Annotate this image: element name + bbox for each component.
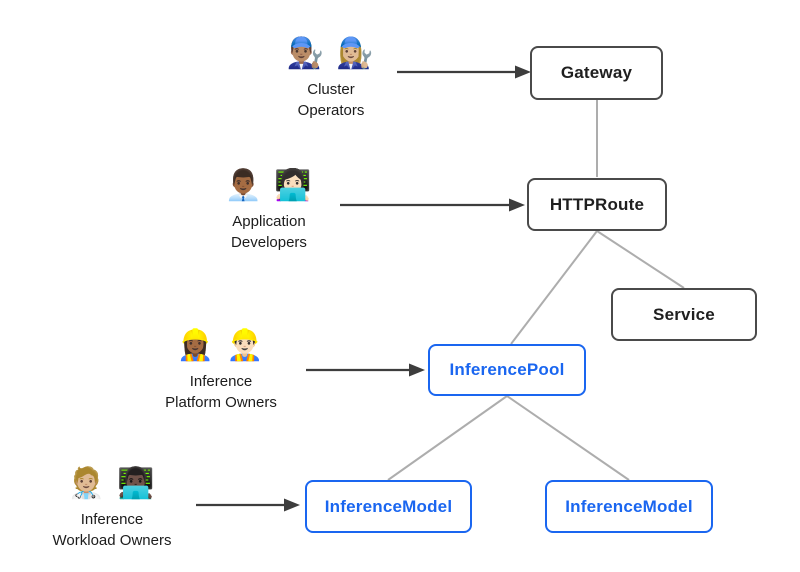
persona-label: Inference Platform Owners — [165, 371, 277, 413]
persona-label-line: Developers — [231, 234, 307, 251]
persona-label-line: Workload Owners — [52, 532, 172, 549]
persona-label: Cluster Operators — [286, 79, 375, 121]
node-service: Service — [611, 288, 757, 341]
persona-label-line: Platform Owners — [165, 394, 277, 411]
developers-icon: 👨🏾‍💼 👩🏻‍💻 — [224, 169, 314, 202]
persona-label-line: Inference — [80, 511, 144, 528]
persona-label: Application Developers — [224, 211, 313, 253]
arrow-inference-workload-owners-to-inferencemodel — [196, 498, 300, 512]
node-httproute: HTTPRoute — [527, 178, 667, 231]
edge-inferencepool-inferencemodel-left — [387, 395, 508, 481]
persona-label-line: Inference — [189, 373, 253, 390]
node-inferencemodel-left: InferenceModel — [305, 480, 472, 533]
persona-inference-workload-owners: 🧑🏼‍⚕️ 👨🏿‍💻 Inference Workload Owners — [53, 466, 172, 551]
arrow-inference-platform-owners-to-inferencepool — [306, 363, 425, 377]
mechanics-icon: 👨🏽‍🔧 👩🏼‍🔧 — [286, 37, 376, 70]
edge-httproute-service — [596, 230, 685, 289]
persona-label-line: Application — [232, 213, 306, 230]
node-inferencemodel-right: InferenceModel — [545, 480, 713, 533]
construction-workers-icon: 👷🏾‍♀️ 👷🏻‍♂️ — [176, 329, 266, 362]
arrow-application-developers-to-httproute — [340, 198, 525, 212]
edge-inferencepool-inferencemodel-right — [506, 395, 630, 481]
node-inferencepool: InferencePool — [428, 344, 586, 396]
persona-inference-platform-owners: 👷🏾‍♀️ 👷🏻‍♂️ Inference Platform Owners — [165, 328, 277, 413]
workload-owners-icon: 🧑🏼‍⚕️ 👨🏿‍💻 — [67, 467, 157, 500]
node-gateway: Gateway — [530, 46, 663, 100]
persona-label-line: Operators — [297, 102, 365, 119]
edge-httproute-inferencepool — [510, 230, 598, 345]
persona-label-line: Cluster — [307, 81, 355, 98]
persona-application-developers: 👨🏾‍💼 👩🏻‍💻 Application Developers — [224, 168, 313, 253]
arrow-cluster-operators-to-gateway — [397, 65, 531, 79]
persona-label: Inference Workload Owners — [53, 509, 172, 551]
persona-cluster-operators: 👨🏽‍🔧 👩🏼‍🔧 Cluster Operators — [286, 36, 375, 121]
